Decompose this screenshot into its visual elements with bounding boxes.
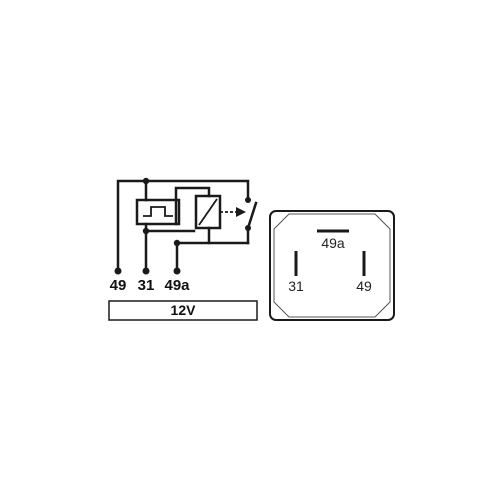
switch-arrow <box>236 207 246 217</box>
terminal-label-31: 31 <box>138 277 155 294</box>
pin-label-49a: 49a <box>321 235 345 251</box>
timer-element <box>135 198 181 226</box>
contact-top <box>245 197 251 203</box>
pin-label-49: 49 <box>356 278 372 294</box>
relay-housing-inner <box>273 213 391 318</box>
top-wire <box>116 179 250 273</box>
relay-schematic: 49 31 49a 12V <box>108 177 258 321</box>
timer-pulse-symbol <box>143 206 173 217</box>
relay-housing <box>269 210 395 321</box>
terminal-49a-dot <box>173 267 181 275</box>
terminal-label-49: 49 <box>110 277 127 294</box>
coil-loop-wire <box>174 186 211 226</box>
voltage-label: 12V <box>171 302 197 318</box>
switch-blade <box>246 201 258 230</box>
terminal-label-49a: 49a <box>164 277 190 294</box>
junction-dot <box>173 239 181 247</box>
wire-49a <box>175 226 211 273</box>
terminal-49-dot <box>114 267 122 275</box>
pin-label-31: 31 <box>288 278 304 294</box>
voltage-box <box>108 300 258 321</box>
relay-coil-diagonal <box>198 198 218 226</box>
relay-pin-view: 49a 31 49 <box>269 210 395 321</box>
terminal-31-dot <box>142 267 150 275</box>
